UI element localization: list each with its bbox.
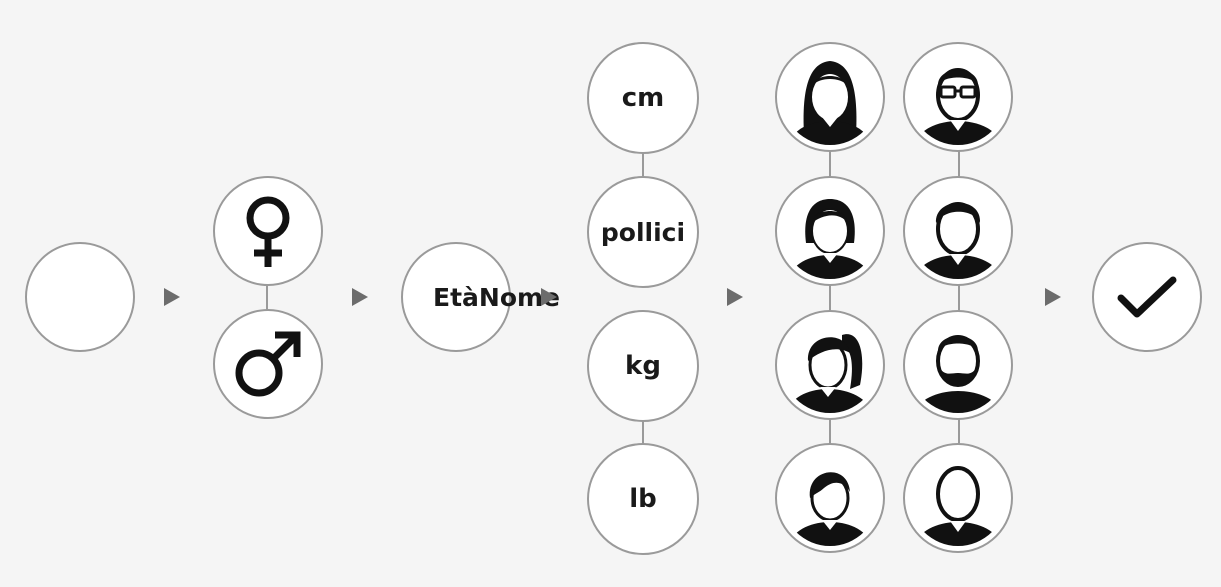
connector-kg-lb [642, 418, 644, 450]
unit-pollici-label: pollici [600, 217, 686, 247]
unit-cm-circle[interactable]: cm [587, 42, 699, 154]
arrow-2-icon [352, 288, 368, 306]
arrow-4-icon [727, 288, 743, 306]
avatar-short-hair-woman-icon [788, 199, 872, 279]
unit-kg-label: kg [625, 351, 661, 381]
female-symbol-icon [246, 196, 290, 267]
unit-pollici-circle[interactable]: pollici [587, 176, 699, 288]
female-option-circle[interactable] [213, 176, 323, 286]
connector-avatar-col1 [829, 100, 831, 500]
male-symbol-icon [235, 331, 301, 397]
avatar-glasses-man-icon [914, 68, 1002, 145]
avatar-option-5[interactable] [775, 310, 885, 420]
avatar-bald-man-icon [914, 466, 1002, 546]
start-step-circle[interactable] [25, 242, 135, 352]
unit-lb-circle[interactable]: lb [587, 443, 699, 555]
connector-cm-pollici [642, 152, 644, 180]
avatar-option-4[interactable] [903, 176, 1013, 286]
age-name-step-circle[interactable] [401, 242, 511, 352]
avatar-option-7[interactable] [775, 443, 885, 553]
avatar-option-1[interactable] [775, 42, 885, 152]
age-name-label: EtàNome [433, 283, 561, 312]
unit-kg-circle[interactable]: kg [587, 310, 699, 422]
male-option-circle[interactable] [213, 309, 323, 419]
arrow-1-icon [164, 288, 180, 306]
avatar-option-8[interactable] [903, 443, 1013, 553]
unit-lb-label: lb [629, 484, 657, 514]
avatar-option-6[interactable] [903, 310, 1013, 420]
avatar-option-2[interactable] [903, 42, 1013, 152]
connector-avatar-col2 [958, 100, 960, 500]
avatar-bearded-man-icon [914, 335, 1002, 413]
avatar-option-3[interactable] [775, 176, 885, 286]
done-step-circle[interactable] [1092, 242, 1202, 352]
avatar-short-hair-man-icon [914, 202, 1002, 279]
connector-gender [266, 283, 268, 319]
avatar-bob-hair-woman-icon [788, 472, 872, 546]
avatar-side-ponytail-woman-icon [786, 334, 872, 413]
unit-cm-label: cm [621, 83, 665, 113]
arrow-3-icon [541, 288, 557, 306]
checkmark-icon [1117, 276, 1177, 318]
arrow-5-icon [1045, 288, 1061, 306]
avatar-long-hair-woman-icon [788, 61, 872, 145]
